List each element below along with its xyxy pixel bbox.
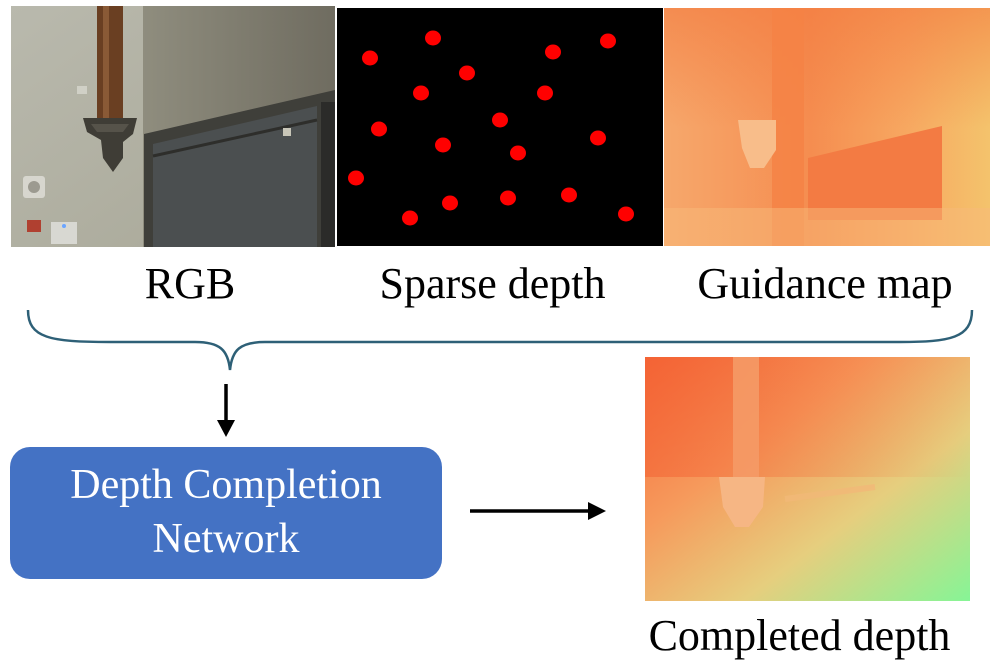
sparse-depth-point [618, 206, 634, 222]
sparse-depth-point [545, 44, 561, 60]
depth-completion-network-block: Depth Completion Network [10, 447, 442, 579]
sparse-depth-point [425, 30, 441, 46]
sparse-depth-points [348, 30, 634, 226]
guidance-map-label: Guidance map [697, 259, 953, 308]
guidance-map-scene [664, 8, 990, 246]
down-arrow [217, 384, 235, 437]
sparse-depth-point [348, 170, 364, 186]
sparse-depth-image [337, 8, 663, 246]
sparse-depth-point [492, 112, 508, 128]
rgb-label: RGB [144, 259, 236, 308]
sparse-depth-point [459, 65, 475, 81]
sparse-depth-point [600, 33, 616, 49]
completed-depth-label: Completed depth [648, 611, 951, 660]
right-arrow [470, 502, 606, 520]
sparse-depth-point [435, 137, 451, 153]
network-label-line2: Network [152, 516, 300, 562]
completed-depth-image [645, 357, 970, 601]
sparse-depth-point [362, 50, 378, 66]
rgb-image [11, 6, 335, 247]
network-label-line1: Depth Completion [70, 462, 382, 509]
rgb-scene [11, 6, 335, 247]
sparse-depth-label: Sparse depth [379, 259, 606, 308]
sparse-depth-point [537, 85, 553, 101]
guidance-map-image [664, 8, 990, 246]
sparse-depth-point [402, 210, 418, 226]
completed-depth-scene [645, 357, 970, 601]
sparse-depth-point [442, 195, 458, 211]
input-brace [26, 309, 974, 371]
sparse-depth-point [561, 187, 577, 203]
sparse-depth-point [590, 130, 606, 146]
sparse-depth-point [500, 190, 516, 206]
sparse-depth-point [413, 85, 429, 101]
sparse-depth-point [371, 121, 387, 137]
sparse-depth-point [510, 145, 526, 161]
